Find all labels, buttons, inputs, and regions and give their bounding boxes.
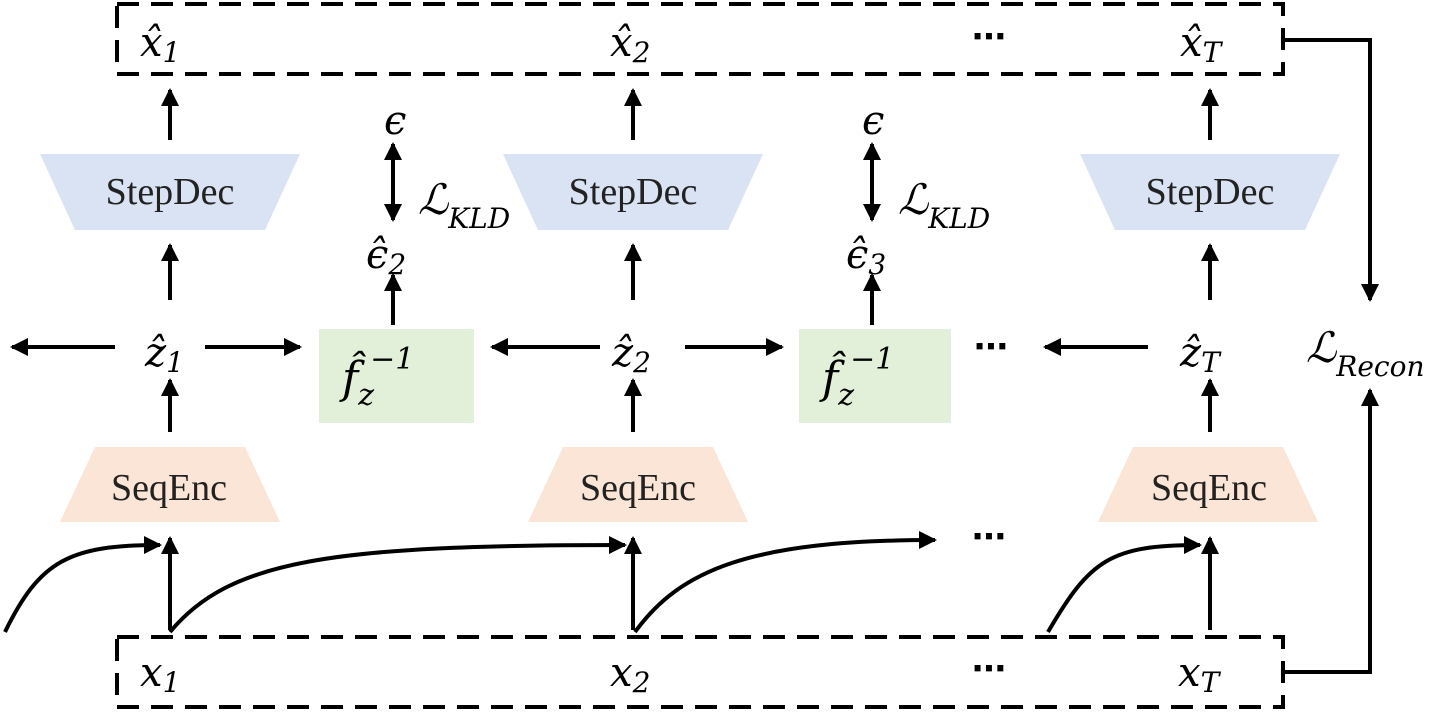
epsilon-hat-2: ϵ̂2 (366, 232, 406, 281)
sequence-encoder-1: SeqEnc (60, 447, 280, 522)
inverse-flow-2: f̂z−1 (799, 329, 951, 423)
encoder-ellipsis: ⋯ (972, 517, 1006, 557)
x-hat-2: x̂2 (610, 20, 650, 69)
sequence-encoder-T: SeqEnc (1098, 447, 1318, 522)
z-hat-T: ẑT (1179, 330, 1222, 379)
latent-ellipsis: ⋯ (974, 327, 1008, 367)
svg-text:StepDec: StepDec (106, 171, 235, 213)
epsilon-prior-1: ϵ (384, 98, 406, 144)
svg-text:StepDec: StepDec (569, 171, 698, 213)
epsilon-hat-3: ϵ̂3 (846, 232, 886, 281)
sequence-encoder-2: SeqEnc (528, 447, 748, 522)
inverse-flow-1: f̂z−1 (319, 329, 474, 423)
output-ellipsis: ⋯ (972, 17, 1006, 57)
kld-loss-2: ℒKLD (898, 175, 990, 235)
svg-text:SeqEnc: SeqEnc (1151, 467, 1267, 509)
x-1: x1 (140, 650, 180, 699)
z-hat-1: ẑ1 (144, 330, 184, 379)
svg-text:StepDec: StepDec (1146, 171, 1275, 213)
x-hat-1: x̂1 (140, 20, 180, 69)
kld-loss-1: ℒKLD (418, 175, 510, 235)
arrows (3, 38, 1379, 674)
input-sequence-box (115, 635, 1285, 709)
step-decoder-2: StepDec (503, 154, 763, 230)
svg-text:SeqEnc: SeqEnc (580, 467, 696, 509)
output-sequence-box (115, 2, 1285, 76)
step-decoder-1: StepDec (40, 154, 300, 230)
x-2: x2 (610, 650, 650, 699)
x-T: xT (1178, 650, 1222, 699)
x-hat-T: x̂T (1180, 20, 1224, 69)
z-hat-2: ẑ2 (611, 330, 651, 379)
recon-loss: ℒRecon (1306, 323, 1424, 383)
step-decoder-T: StepDec (1080, 154, 1340, 230)
input-ellipsis: ⋯ (972, 649, 1006, 689)
epsilon-prior-2: ϵ (862, 98, 884, 144)
svg-text:SeqEnc: SeqEnc (111, 467, 227, 509)
